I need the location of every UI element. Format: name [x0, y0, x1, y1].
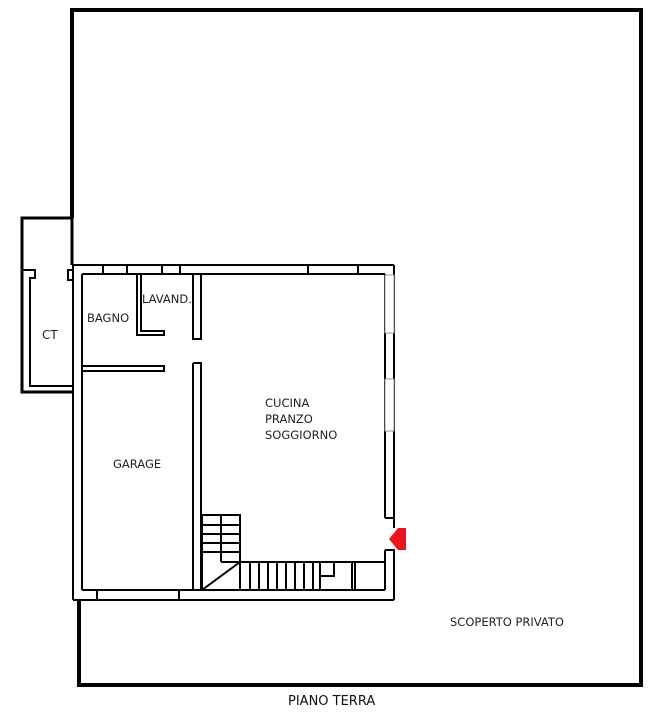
room-label-lavanderia: LAVAND. — [142, 292, 192, 306]
room-label-bagno: BAGNO — [87, 311, 130, 325]
room-label-garage: GARAGE — [113, 457, 162, 471]
entrance-arrow-icon — [389, 528, 406, 550]
staircase — [201, 514, 385, 591]
room-label-living: CUCINA PRANZO SOGGIORNO — [265, 395, 337, 443]
house-walls — [72, 264, 395, 601]
area-label-scoperto-privato: SCOPERTO PRIVATO — [450, 615, 564, 629]
room-label-soggiorno: SOGGIORNO — [265, 428, 338, 442]
room-label-cucina: CUCINA — [265, 396, 310, 410]
floor-title: PIANO TERRA — [288, 694, 376, 709]
room-label-ct: CT — [42, 328, 58, 342]
room-label-pranzo: PRANZO — [265, 412, 313, 426]
lot-boundary — [20, 8, 643, 687]
